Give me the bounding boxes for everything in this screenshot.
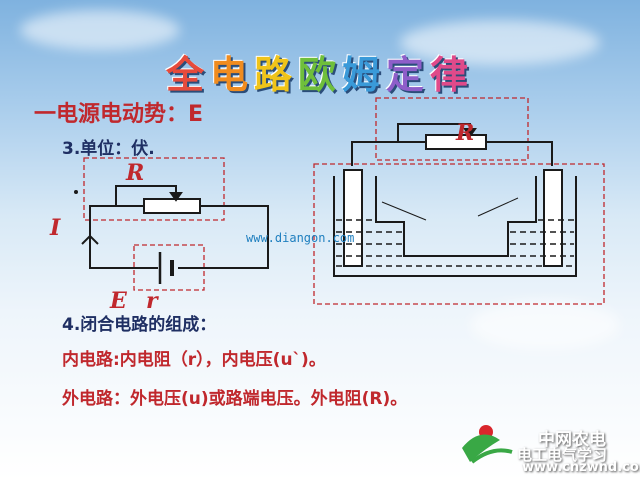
title-char: 定 xyxy=(386,52,431,97)
left-wire xyxy=(178,205,269,269)
watermark-line3: www.cnzwnd.com xyxy=(522,460,640,475)
slide-title: 全电路欧姆定律 xyxy=(0,44,640,99)
electrolytic-cell xyxy=(333,176,577,277)
left-pointer xyxy=(381,201,427,221)
right-circuit xyxy=(313,97,605,305)
inner-circuit-line: 内电路:内电阻（r），内电压(u`)。 xyxy=(62,350,326,370)
title-char: 路 xyxy=(253,52,298,97)
cell-inner-wall xyxy=(375,176,537,257)
title-char: 姆 xyxy=(342,52,387,97)
left-wire xyxy=(89,240,158,269)
right-resistor-dash-box xyxy=(375,97,529,161)
dot xyxy=(74,190,78,194)
right-wire xyxy=(486,141,553,166)
label-E: E xyxy=(110,288,127,314)
left-wire xyxy=(89,205,144,240)
right-wire xyxy=(351,141,426,166)
watermark-line1: 中网农电 xyxy=(538,430,606,450)
composition-line: 4.闭合电路的组成： xyxy=(62,315,217,335)
right-electrode xyxy=(543,169,563,267)
unit-line: 3.单位：伏. xyxy=(62,139,155,159)
left-circuit xyxy=(74,157,269,291)
label-r: r xyxy=(146,288,158,314)
right-resistor xyxy=(425,134,487,150)
title-char: 电 xyxy=(209,52,254,97)
outer-circuit-line: 外电路：外电压(u)或路端电压。外电阻(R)。 xyxy=(62,389,408,409)
website-watermark: www.diangon.com xyxy=(246,231,355,245)
left-resistor xyxy=(143,198,201,214)
right-wiper-arrow xyxy=(463,128,477,138)
label-R-right: R xyxy=(456,120,475,146)
label-R: R xyxy=(126,160,145,186)
right-cell-dash-box xyxy=(313,163,605,305)
title-char: 欧 xyxy=(297,52,342,97)
left-resistor-dash-box xyxy=(83,157,225,221)
cloud xyxy=(20,10,180,50)
title-char: 律 xyxy=(430,52,475,97)
logo-icon xyxy=(462,425,513,464)
title-char: 全 xyxy=(165,52,210,97)
watermark-line2: 电工电气学习 xyxy=(517,446,608,464)
label-I: I xyxy=(50,215,61,241)
cloud xyxy=(400,20,600,65)
cloud xyxy=(470,300,620,350)
left-electrode xyxy=(343,169,363,267)
section-heading: 一电源电动势：E xyxy=(34,102,204,127)
electrolyte xyxy=(336,219,574,267)
current-arrow xyxy=(81,234,99,245)
left-wiper-arrow xyxy=(169,192,183,202)
right-pointer xyxy=(477,197,519,217)
